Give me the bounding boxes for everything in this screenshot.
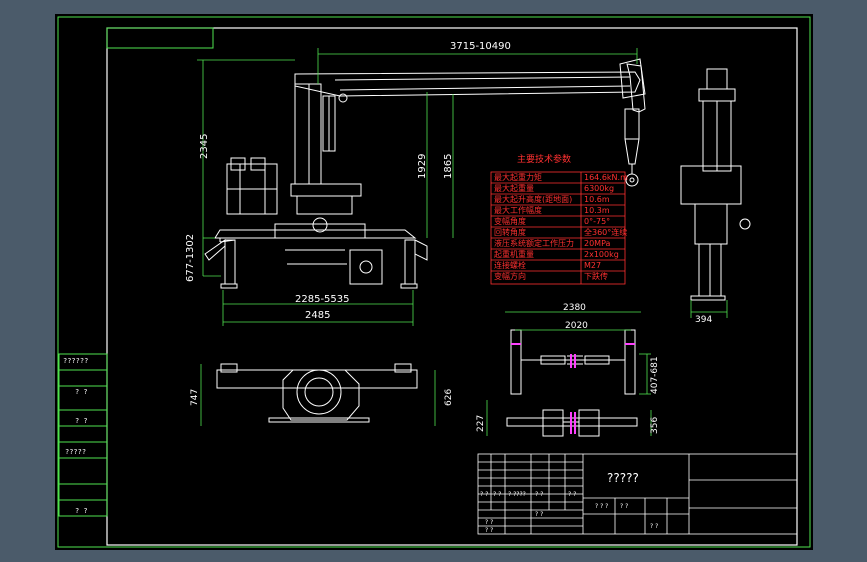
param-value: 164.6kN.m: [584, 173, 628, 182]
param-value: 6300kg: [584, 184, 614, 193]
param-value: 0°-75°: [584, 217, 610, 226]
drawing-sheet: ?????? ? ? ? ? ????? ? ?: [55, 14, 813, 550]
title-block: [477, 453, 798, 535]
tb-cell: ? ? ?: [595, 503, 608, 510]
left-label-1: ??????: [63, 357, 88, 365]
dimension-lines: [197, 48, 638, 326]
left-label-2: ? ?: [75, 388, 88, 396]
param-value: 下跌传: [584, 271, 608, 281]
front-view: [510, 329, 636, 395]
crane-elevation: [204, 58, 646, 289]
title-block-title: ?????: [607, 471, 639, 485]
dim-356: 356: [650, 417, 660, 434]
param-name: 液压系统额定工作压力: [494, 238, 574, 248]
param-name: 回转角度: [494, 227, 526, 237]
tb-cell: ? ?: [535, 511, 543, 518]
param-name: 起重机重量: [494, 249, 534, 259]
tb-cell: ? ?: [535, 491, 543, 498]
top-view-pins: [570, 412, 576, 434]
left-label-3: ? ?: [75, 417, 88, 425]
tb-cell: ? ?: [485, 519, 493, 526]
front-view-pins: [511, 343, 635, 368]
tb-cell: ? ?: [568, 491, 576, 498]
dim-394: 394: [695, 315, 712, 325]
tb-cell: ? ????: [508, 491, 526, 498]
left-label-5: ? ?: [75, 507, 88, 515]
title-block-cells: ? ? ? ? ? ???? ? ? ? ? ? ? ? ? ? ? ? ? ?…: [480, 491, 658, 534]
tb-cell: ? ?: [493, 491, 501, 498]
dim-height-total: 2345: [199, 134, 210, 159]
params-table-grid: [490, 171, 626, 285]
left-label-column: [58, 353, 108, 517]
dim-leg-span: 677-1302: [185, 234, 196, 282]
tb-cell: ? ?: [485, 527, 493, 534]
corner-box: [106, 27, 214, 49]
param-name: 最大工作幅度: [494, 205, 542, 215]
tb-cell: ? ?: [620, 503, 628, 510]
top-view-dims: [486, 400, 652, 436]
dim-2485: 2485: [305, 310, 330, 321]
param-name: 最大起重力矩: [494, 172, 542, 182]
side-dims: [690, 300, 728, 318]
param-value: 10.3m: [584, 206, 610, 215]
dim-407: 407-681: [650, 356, 660, 394]
front-view-dims: [505, 311, 651, 395]
dim-reach: 3715-10490: [450, 41, 511, 52]
param-value: 全360°连续: [584, 227, 627, 237]
param-name: 变幅角度: [494, 216, 526, 226]
dim-1865: 1865: [443, 154, 454, 179]
dim-747: 747: [190, 389, 200, 406]
outer-frame: [57, 16, 811, 548]
plan-dims: [200, 364, 436, 426]
param-name: 最大起升高度(距地面): [494, 194, 572, 204]
params-table-text: 最大起重力矩 164.6kN.m 最大起重量 6300kg 最大起升高度(距地面…: [494, 172, 628, 281]
dim-out-span: 2285-5535: [295, 294, 350, 305]
tb-cell: ? ?: [480, 491, 488, 498]
tb-cell: ? ?: [650, 523, 658, 530]
param-name: 最大起重量: [494, 183, 534, 193]
param-value: 2x100kg: [584, 250, 619, 259]
dim-1929: 1929: [417, 154, 428, 179]
param-value: 10.6m: [584, 195, 610, 204]
dim-2020: 2020: [565, 321, 588, 331]
side-elevation: [680, 68, 751, 301]
plan-view: [216, 363, 418, 423]
inner-frame: [106, 27, 798, 546]
dim-2380: 2380: [563, 303, 586, 313]
param-value: 20MPa: [584, 239, 611, 248]
dim-626: 626: [444, 389, 454, 406]
param-name: 变幅方向: [494, 271, 526, 281]
param-name: 连接螺栓: [494, 260, 526, 270]
dim-227: 227: [476, 415, 486, 432]
left-label-4: ?????: [65, 448, 86, 456]
params-title: 主要技术参数: [517, 153, 571, 165]
param-value: M27: [584, 261, 601, 270]
cad-drawing: ?????? ? ? ? ? ????? ? ?: [57, 16, 811, 548]
